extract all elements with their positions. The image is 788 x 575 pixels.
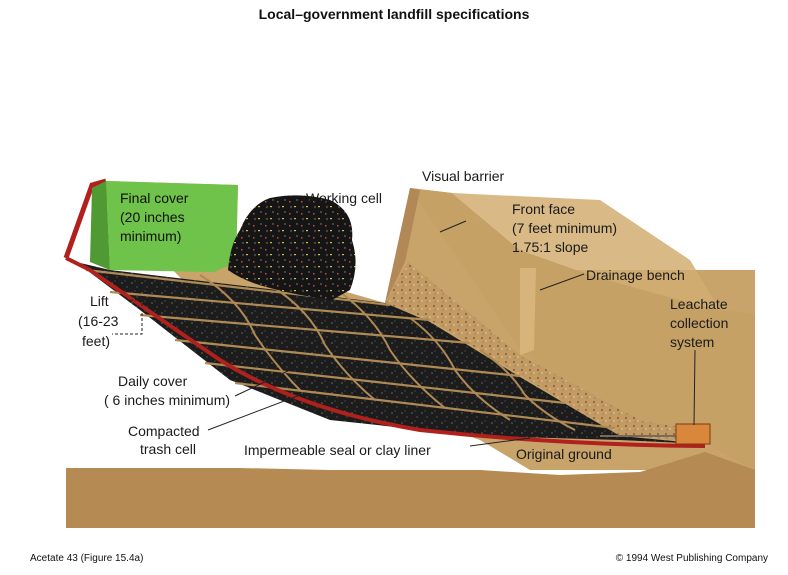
leachate-label-line2: collection <box>670 315 728 331</box>
lift-label-line3: feet) <box>82 333 110 349</box>
front-face-label-line2: (7 feet minimum) <box>512 220 617 236</box>
hillside <box>410 188 755 472</box>
liner-label: Impermeable seal or clay liner <box>244 442 431 458</box>
compacted-trash-cells <box>76 262 705 444</box>
lift-label-line2: (16-23 <box>78 313 119 329</box>
compacted-label-line2: trash cell <box>140 441 196 457</box>
front-face-label-line1: Front face <box>512 201 575 217</box>
final-cover-block <box>106 181 238 272</box>
daily-cover-label-line1: Daily cover <box>118 373 188 389</box>
final-cover-label-line3: minimum) <box>120 228 181 244</box>
compacted-label-line1: Compacted <box>128 423 200 439</box>
drainage-bench-label: Drainage bench <box>586 267 685 283</box>
visual-barrier <box>385 188 420 303</box>
final-cover-side <box>90 181 110 270</box>
visual-barrier-label: Visual barrier <box>422 168 505 184</box>
footer-copyright: © 1994 West Publishing Company <box>615 553 768 564</box>
daily-cover-lines <box>85 268 616 430</box>
liner-left-edge <box>63 178 107 259</box>
final-cover-label-line1: Final cover <box>120 190 189 206</box>
leader-lines <box>112 220 696 447</box>
front-face-label-line3: 1.75:1 slope <box>512 239 588 255</box>
page-title: Local–government landfill specifications <box>258 6 530 22</box>
lift-label-line1: Lift <box>90 293 109 309</box>
leachate-collection-box <box>675 423 711 445</box>
soil-front-face <box>66 258 755 528</box>
original-ground-label: Original ground <box>516 446 612 462</box>
leachate-label-line1: Leachate <box>670 296 728 312</box>
cell-boundary-lines <box>199 274 576 431</box>
working-cell-label: Working cell <box>306 190 382 206</box>
daily-cover-label-line2: ( 6 inches minimum) <box>104 392 230 408</box>
gravel-drainage-layer <box>385 262 705 442</box>
hillside-shade <box>452 193 720 310</box>
final-cover-label-line2: (20 inches <box>120 209 185 225</box>
working-cell-pile <box>228 195 356 300</box>
impermeable-liner <box>65 256 706 448</box>
drainage-bench-notch <box>520 268 536 355</box>
footer-caption: Acetate 43 (Figure 15.4a) <box>30 553 144 564</box>
leachate-label-line3: system <box>670 334 714 350</box>
